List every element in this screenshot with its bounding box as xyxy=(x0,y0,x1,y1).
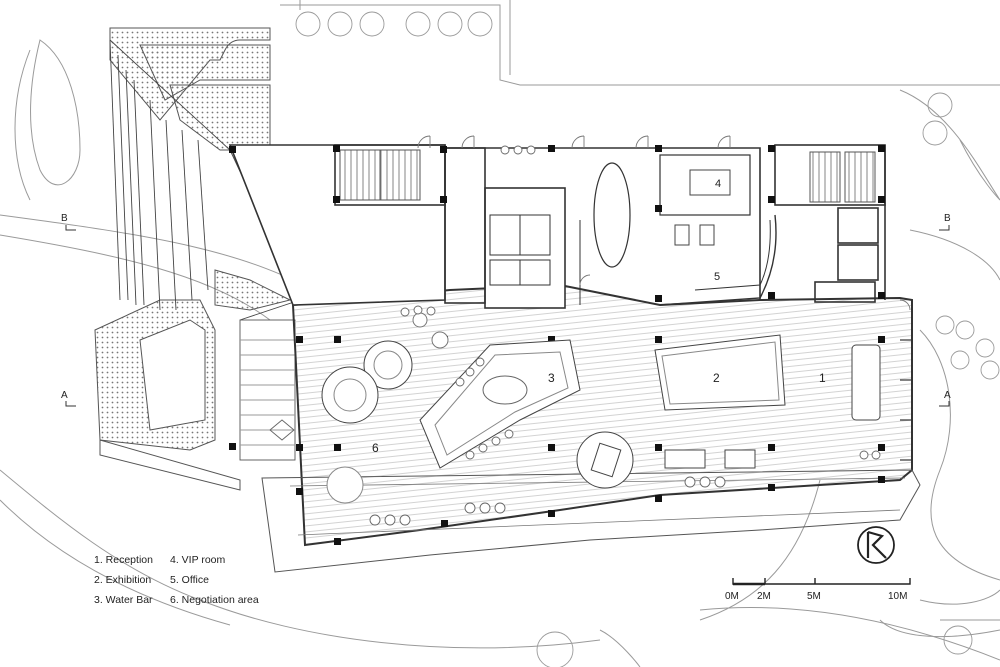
legend-item-exhibition: 2. Exhibition xyxy=(94,574,152,586)
scale-label-10: 10M xyxy=(888,591,907,602)
entrance-ramp xyxy=(109,39,341,461)
room-label-3: 3 xyxy=(548,371,555,385)
facade-mullions xyxy=(900,339,912,461)
north-arrow-icon xyxy=(857,526,895,564)
section-mark-b-right: B xyxy=(944,213,951,224)
scale-label-2: 2M xyxy=(757,591,771,602)
legend-item-water-bar: 3. Water Bar xyxy=(94,594,153,606)
door-swings xyxy=(417,135,911,311)
room-label-2: 2 xyxy=(713,371,720,385)
legend-row: 1. Reception 4. VIP room xyxy=(94,550,294,570)
landscape-steps xyxy=(94,27,292,491)
legend-item-reception: 1. Reception xyxy=(94,554,153,566)
legend-item-vip-room: 4. VIP room xyxy=(170,554,226,566)
legend-row: 3. Water Bar 6. Negotiation area xyxy=(94,590,294,610)
legend-item-office: 5. Office xyxy=(170,574,209,586)
room-label-5: 5 xyxy=(714,271,720,283)
main-floor xyxy=(261,283,921,573)
section-mark-b-left: B xyxy=(61,213,68,224)
seating xyxy=(369,145,881,526)
legend-item-negotiation-area: 6. Negotiation area xyxy=(170,594,259,606)
north-block xyxy=(228,144,886,309)
scale-bar xyxy=(732,578,911,586)
furniture xyxy=(321,169,881,504)
section-mark-a-left: A xyxy=(61,390,68,401)
room-label-6: 6 xyxy=(372,441,379,455)
room-label-4: 4 xyxy=(715,178,721,190)
legend-row: 2. Exhibition 5. Office xyxy=(94,570,294,590)
scale-label-5: 5M xyxy=(807,591,821,602)
room-label-1: 1 xyxy=(819,371,826,385)
trees xyxy=(295,11,1000,667)
section-marks xyxy=(65,225,950,407)
section-mark-a-right: A xyxy=(944,390,951,401)
scale-label-0: 0M xyxy=(725,591,739,602)
room-legend: 1. Reception 4. VIP room 2. Exhibition 5… xyxy=(94,550,294,610)
